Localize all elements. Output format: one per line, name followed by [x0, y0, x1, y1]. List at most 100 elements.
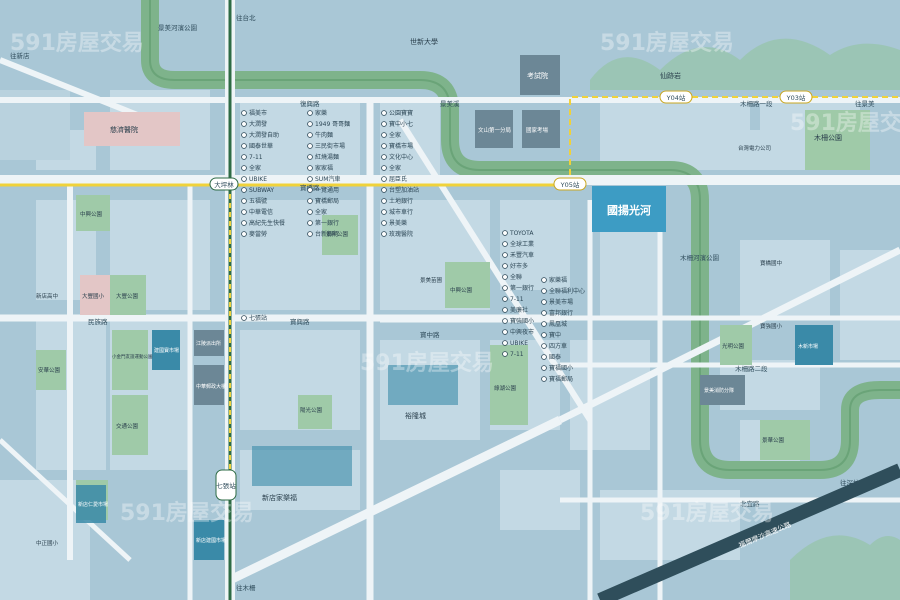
- poi-label: 1949 哥哥麵: [315, 120, 350, 128]
- poi-label: 禾豐汽車: [510, 251, 534, 259]
- poi-markers: 福美市大潤發大潤發自助國泰世華7-11全家UBIKESUBWAY五福號中華電信高…: [241, 109, 585, 383]
- project-block[interactable]: [592, 186, 666, 232]
- poi-dot: [381, 154, 387, 160]
- poi-label: 7-11: [510, 351, 524, 358]
- poi-label: 國泰世華: [249, 142, 273, 150]
- poi-dot: [541, 376, 547, 382]
- svg-text:中興公園: 中興公園: [450, 286, 473, 294]
- renai-market-block: [76, 485, 106, 523]
- poi-label: SUBWAY: [249, 187, 274, 194]
- svg-text:木柵路一段: 木柵路一段: [740, 99, 773, 108]
- poi-label: 全家: [389, 164, 401, 172]
- station-y04[interactable]: Y04站: [666, 93, 686, 102]
- dazheng-school-block: [80, 275, 110, 315]
- xindian-market-block: [194, 520, 224, 560]
- poi-dot: [307, 143, 313, 149]
- poi-label: 紅燒湯麵: [315, 153, 339, 161]
- market-block: [152, 330, 180, 370]
- poi-label: 寶橋市場: [389, 142, 413, 150]
- poi-dot: [241, 176, 247, 182]
- poi-label: 全聯: [510, 273, 522, 281]
- poi-dot: [502, 329, 508, 335]
- poi-dot: [381, 165, 387, 171]
- poi-label: 城市車行: [389, 208, 413, 216]
- svg-text:寶興路: 寶興路: [290, 317, 310, 326]
- svg-text:綠湖公園: 綠湖公園: [494, 384, 517, 392]
- station-qizhang[interactable]: 七張站: [216, 481, 236, 490]
- svg-text:寶強國小: 寶強國小: [760, 322, 783, 330]
- poi-dot: [241, 231, 247, 237]
- poi-label: 家家福: [315, 164, 333, 172]
- poi-dot: [381, 110, 387, 116]
- watermarks: 591房屋交易 591房屋交易 591房屋交易 591房屋交易 591房屋交易 …: [10, 30, 900, 526]
- svg-text:慈濟醫院: 慈濟醫院: [110, 125, 138, 134]
- poi-dot: [502, 351, 508, 357]
- stations: 大坪林 Y05站 Y04站 Y03站 七張站: [209, 90, 813, 501]
- post-block: [194, 330, 224, 356]
- poi-label: 五福號: [249, 197, 267, 205]
- poi-dot: [541, 321, 547, 327]
- svg-text:建國寶市場: 建國寶市場: [154, 347, 179, 354]
- svg-text:往木柵: 往木柵: [236, 583, 256, 592]
- poi-label: 高紀先生快餐: [249, 219, 285, 227]
- poi-dot: [502, 340, 508, 346]
- poi-dot: [541, 343, 547, 349]
- svg-text:台灣電力公司: 台灣電力公司: [738, 144, 771, 152]
- poi-dot: [241, 315, 247, 321]
- poi-label: 全球工業: [510, 240, 534, 248]
- poi-dot: [541, 365, 547, 371]
- poi-dot: [381, 132, 387, 138]
- poi-dot: [307, 198, 313, 204]
- poi-dot: [307, 231, 313, 237]
- poi-label: 大潤發: [249, 120, 267, 128]
- project-name[interactable]: 國揚光河: [607, 203, 651, 217]
- poi-label: 一覽通用: [315, 186, 339, 194]
- poi-dot: [541, 354, 547, 360]
- poi-label: 中興夜市: [510, 328, 534, 336]
- svg-text:安華公園: 安華公園: [38, 366, 61, 374]
- poi-label: 全聯福利中心: [549, 287, 585, 295]
- block-labels: 世新大學 考試院 文山第一分局 國家考場 仙跡岩 台灣電力公司 木柵公園 慈濟醫…: [36, 37, 842, 547]
- poi-dot: [307, 165, 313, 171]
- poi-label: 三民街市場: [315, 142, 345, 150]
- svg-text:木新市場: 木新市場: [798, 343, 818, 350]
- river-label-2: 木柵河濱公園: [680, 253, 719, 262]
- poi-label: 鳳凰城: [549, 321, 567, 328]
- muxin-market-block: [795, 325, 833, 365]
- poi-label: 台新銀行: [315, 230, 339, 238]
- svg-text:陽光公園: 陽光公園: [300, 406, 323, 414]
- svg-text:交通公園: 交通公園: [116, 422, 139, 430]
- poi-dot: [307, 220, 313, 226]
- poi-label: 7-11: [249, 154, 263, 161]
- station-y03[interactable]: Y03站: [786, 93, 806, 102]
- poi-dot: [502, 230, 508, 236]
- poi-dot: [241, 110, 247, 116]
- poi-dot: [307, 209, 313, 215]
- xindian-home-building: [252, 446, 352, 486]
- station-y05[interactable]: Y05站: [560, 180, 580, 189]
- poi-label: 寶橋郵局: [315, 197, 339, 205]
- station-dapinglin[interactable]: 大坪林: [214, 180, 234, 189]
- poi-label: 第一銀行: [510, 284, 534, 292]
- poi-dot: [541, 332, 547, 338]
- svg-text:寶中路: 寶中路: [420, 330, 440, 339]
- poi-label: 美廉社: [510, 306, 528, 314]
- poi-label: UBIKE: [510, 340, 528, 347]
- poi-dot: [307, 110, 313, 116]
- svg-text:往景美: 往景美: [855, 99, 875, 108]
- svg-text:中華郵政大樓: 中華郵政大樓: [196, 383, 226, 390]
- poi-label: 文化中心: [389, 153, 413, 161]
- poi-label: 四方車: [549, 342, 567, 350]
- poi-dot: [241, 154, 247, 160]
- poi-label: 公園寶寶: [389, 109, 413, 117]
- highway: [597, 463, 900, 600]
- poi-dot: [381, 187, 387, 193]
- poi-label: 寶中小七: [389, 120, 413, 128]
- poi-label: 福美市: [249, 109, 267, 117]
- parks: [36, 110, 870, 520]
- svg-text:新店建國市場: 新店建國市場: [196, 537, 226, 544]
- svg-text:小金門友誼運動公園: 小金門友誼運動公園: [112, 353, 153, 360]
- poi-label: 國泰: [549, 353, 561, 361]
